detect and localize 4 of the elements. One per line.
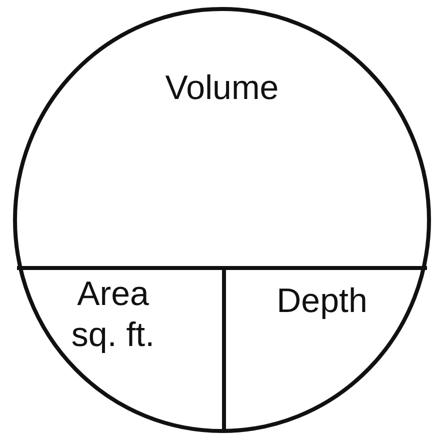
formula-term: Depth: [237, 281, 407, 331]
divided-circle: [12, 6, 432, 434]
formula-term: Volume: [122, 68, 322, 118]
formula-term: Area sq. ft.: [57, 274, 169, 364]
